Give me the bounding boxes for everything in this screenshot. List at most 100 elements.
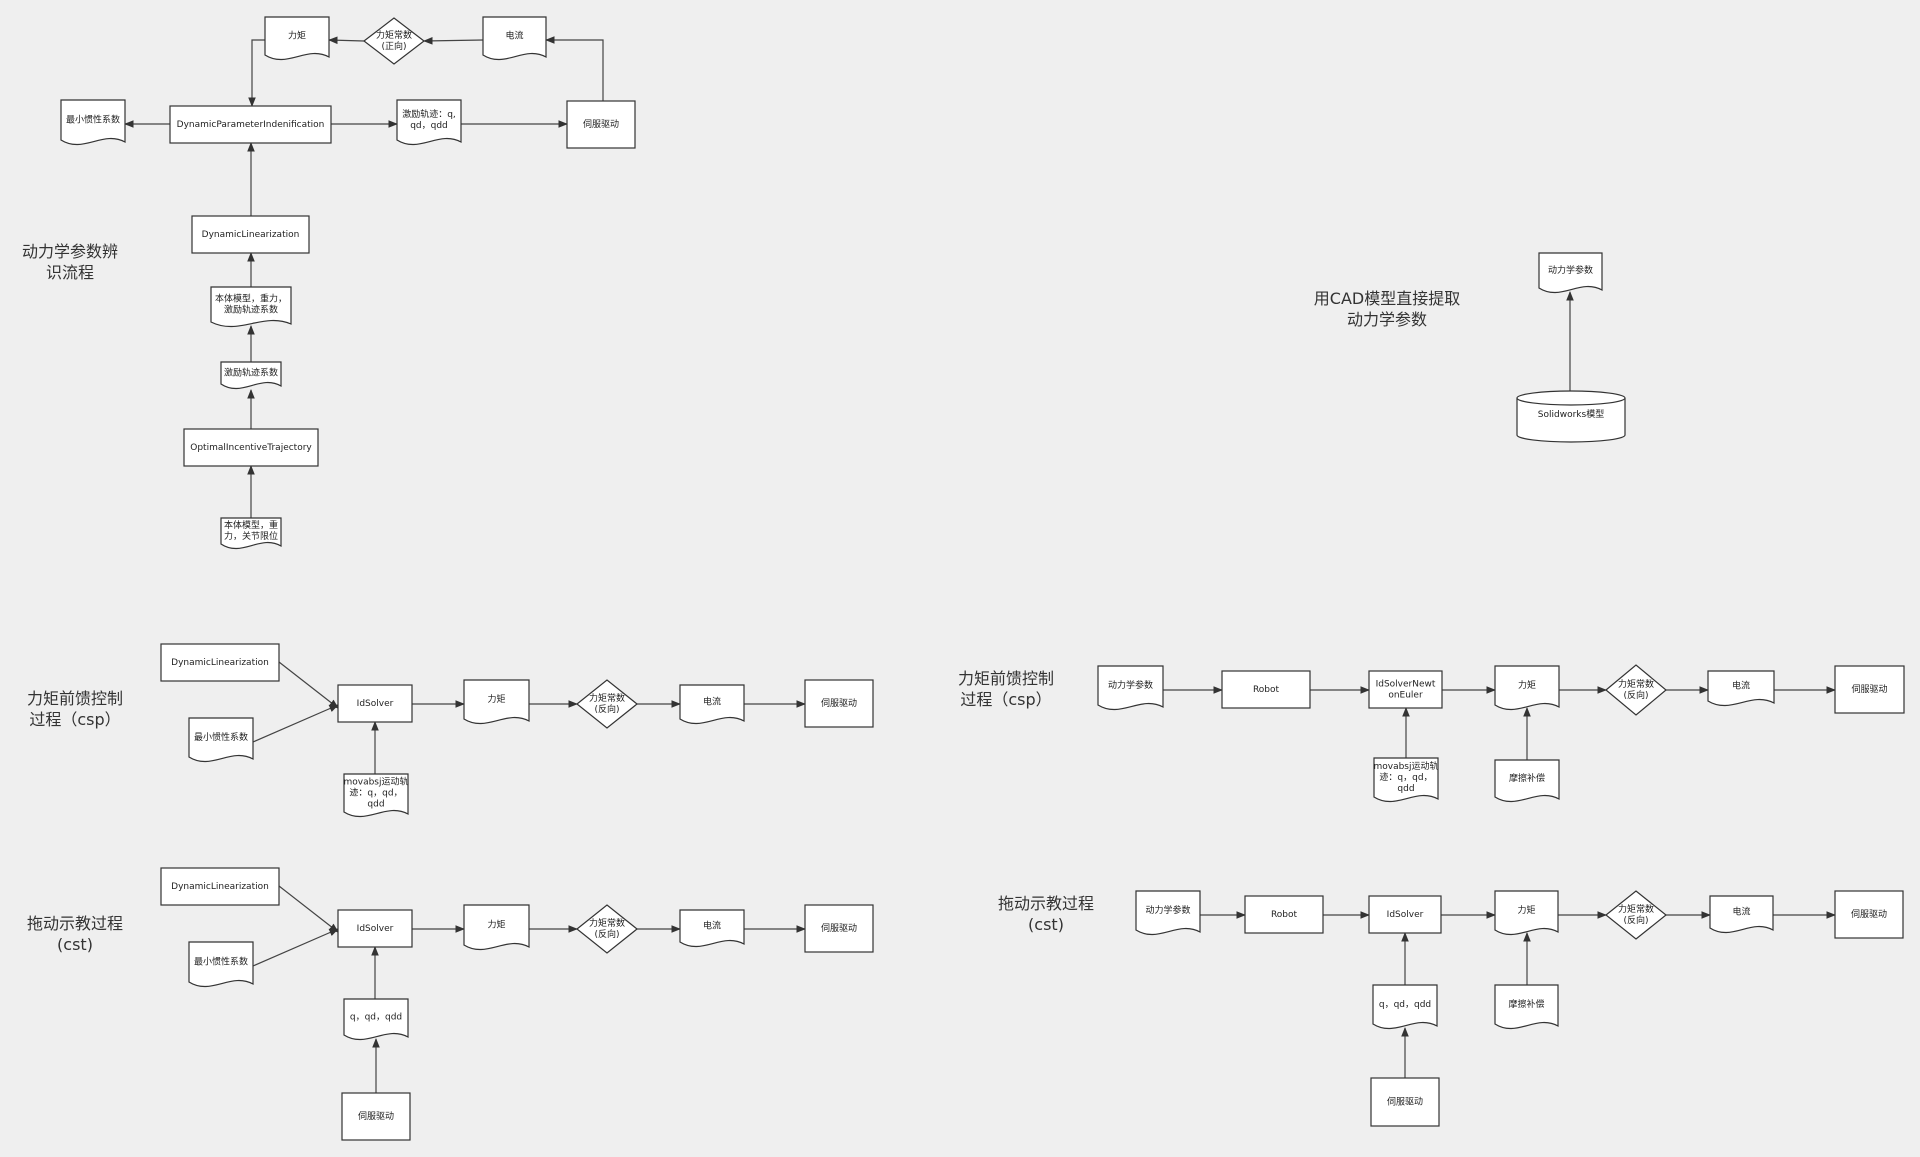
label: 电流 <box>1732 680 1750 692</box>
idsolver-box[interactable]: IdSolver <box>337 684 413 723</box>
label: 拖动示教过程 <box>27 914 123 933</box>
label: 电流 <box>1732 906 1750 918</box>
current-doc[interactable]: 电流 <box>679 684 745 725</box>
label: 过程（csp） <box>29 710 120 729</box>
friction-compensation-doc[interactable]: 摩擦补偿 <box>1494 984 1559 1030</box>
label: 伺服驱动 <box>1851 683 1887 695</box>
label: 最小惯性系数 <box>194 731 248 743</box>
label: 电流 <box>505 30 523 42</box>
dynamic-params-doc[interactable]: 动力学参数 <box>1135 890 1201 936</box>
label: 力矩常数 <box>376 29 412 41</box>
label: 力矩常数 <box>589 692 625 704</box>
label: DynamicLinearization <box>171 658 269 668</box>
torque-constant-decision[interactable]: 力矩常数(反向) <box>1605 664 1667 716</box>
servo-drive-box[interactable]: 伺服驱动 <box>804 679 874 728</box>
dynamic-linearization-box[interactable]: DynamicLinearization <box>160 867 280 906</box>
document-shape <box>1494 665 1560 711</box>
document-shape <box>188 717 254 763</box>
optimal-incentive-trajectory-box[interactable]: OptimalIncentiveTrajectory <box>183 428 319 467</box>
diamond-shape <box>363 17 425 65</box>
dynamic-linearization-box[interactable]: DynamicLinearization <box>160 643 280 682</box>
min-inertia-doc[interactable]: 最小惯性系数 <box>188 941 254 988</box>
label: 伺服驱动 <box>1387 1096 1423 1108</box>
diamond-shape <box>1605 890 1667 940</box>
torque-doc[interactable]: 力矩 <box>1494 890 1559 936</box>
min-inertia-doc[interactable]: 最小惯性系数 <box>60 99 126 146</box>
label: 力矩 <box>487 919 505 931</box>
model-gravity-limit-doc[interactable]: 本体模型，重力，关节限位 <box>220 517 282 550</box>
connector-arrow <box>278 661 339 709</box>
label: 拖动示教过程 <box>998 894 1094 913</box>
label: 过程（csp） <box>960 690 1051 709</box>
friction-compensation-doc[interactable]: 摩擦补偿 <box>1494 759 1560 803</box>
dynamic-linearization-box[interactable]: DynamicLinearization <box>191 215 310 254</box>
label: 最小惯性系数 <box>194 956 248 968</box>
cst-right-title: 拖动示教过程(cst) <box>998 894 1094 934</box>
connector-arrow <box>252 704 339 743</box>
torque-doc[interactable]: 力矩 <box>264 16 330 61</box>
label: 激励轨迹系数 <box>224 304 278 316</box>
torque-doc[interactable]: 力矩 <box>463 904 530 951</box>
min-inertia-doc[interactable]: 最小惯性系数 <box>188 717 254 763</box>
joint-state-doc[interactable]: q，qd，qdd <box>343 998 409 1041</box>
torque-doc[interactable]: 力矩 <box>463 679 530 725</box>
rect-shape <box>337 684 413 723</box>
label: 伺服驱动 <box>358 1110 394 1122</box>
rect-shape <box>804 904 874 953</box>
rect-shape <box>804 679 874 728</box>
document-shape <box>343 998 409 1041</box>
torque-constant-decision[interactable]: 力矩常数(反向) <box>576 904 638 954</box>
label: 动力学参数 <box>1108 679 1153 691</box>
servo-drive-box[interactable]: 伺服驱动 <box>804 904 874 953</box>
diamond-shape <box>576 679 638 729</box>
document-shape <box>264 16 330 61</box>
current-doc[interactable]: 电流 <box>482 16 547 61</box>
document-shape <box>679 684 745 725</box>
document-shape <box>1373 757 1439 803</box>
dynamic-params-doc[interactable]: 动力学参数 <box>1538 252 1603 294</box>
connector-arrow <box>252 928 339 967</box>
label: (反向) <box>1623 914 1648 926</box>
current-doc[interactable]: 电流 <box>679 909 745 948</box>
rect-shape <box>1370 1077 1440 1127</box>
solidworks-model-database[interactable]: Solidworks模型 <box>1516 390 1626 443</box>
joint-state-doc[interactable]: q，qd，qdd <box>1372 984 1438 1030</box>
label: IdSolverNewt <box>1376 680 1436 690</box>
idsolver-box[interactable]: IdSolver <box>337 909 413 948</box>
current-doc[interactable]: 电流 <box>1707 670 1775 707</box>
servo-drive-box[interactable]: 伺服驱动 <box>1834 890 1904 939</box>
robot-box[interactable]: Robot <box>1221 670 1311 709</box>
servo-drive-box[interactable]: 伺服驱动 <box>1834 665 1905 714</box>
label: 动力学参数 <box>1347 310 1427 329</box>
current-doc[interactable]: 电流 <box>1709 895 1774 934</box>
dynamic-params-doc[interactable]: 动力学参数 <box>1097 665 1164 711</box>
rect-shape <box>191 215 310 254</box>
label: 伺服驱动 <box>1851 908 1887 920</box>
document-shape <box>1709 895 1774 934</box>
label: 力矩常数 <box>589 917 625 929</box>
model-gravity-coef-doc[interactable]: 本体模型，重力，激励轨迹系数 <box>210 286 292 328</box>
label: DynamicLinearization <box>171 882 269 892</box>
document-shape <box>463 904 530 951</box>
torque-doc[interactable]: 力矩 <box>1494 665 1560 711</box>
connector-arrow <box>278 885 339 933</box>
document-shape <box>482 16 547 61</box>
label: 迹：q，qd， <box>1379 771 1432 783</box>
torque-constant-decision[interactable]: 力矩常数(反向) <box>1605 890 1667 940</box>
excitation-trajectory-doc[interactable]: 激励轨迹：q,qd，qdd <box>396 99 462 146</box>
servo-drive-source-box[interactable]: 伺服驱动 <box>341 1092 411 1141</box>
torque-constant-decision[interactable]: 力矩常数(反向) <box>576 679 638 729</box>
servo-drive-box[interactable]: 伺服驱动 <box>566 100 636 149</box>
dynamic-parameter-identification-box[interactable]: DynamicParameterIndenification <box>169 105 332 144</box>
robot-box[interactable]: Robot <box>1244 895 1324 934</box>
torque-constant-decision[interactable]: 力矩常数(正向) <box>363 17 425 65</box>
servo-drive-source-box[interactable]: 伺服驱动 <box>1370 1077 1440 1127</box>
idsolver-box[interactable]: IdSolver <box>1368 895 1442 934</box>
excitation-coef-doc[interactable]: 激励轨迹系数 <box>220 361 282 390</box>
cylinder-rim <box>1516 397 1626 406</box>
